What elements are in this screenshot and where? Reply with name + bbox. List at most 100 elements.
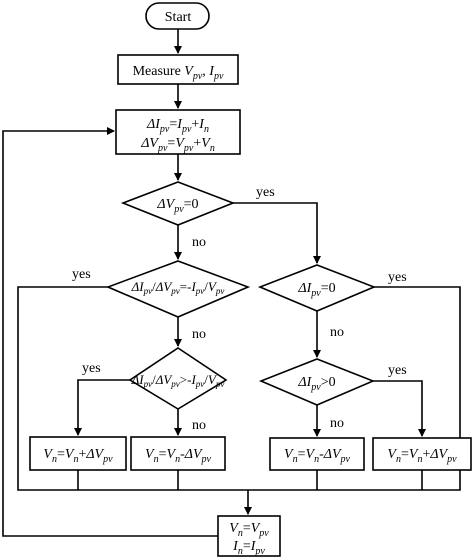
term: ΔV [140,136,159,151]
term: pv [310,382,321,393]
term: n [73,454,78,465]
measure-label: Measure Vpv, Ipv [133,64,224,82]
term: V [43,447,53,462]
action-right-increase-box [372,437,472,471]
term: ΔI [131,372,145,387]
decision-di-eq-label: ΔIpv/ΔVpv=-Ipv/Vpv [131,279,225,296]
term: V [387,447,397,462]
term: n [175,454,180,465]
term: V [145,447,155,462]
update-line2: ΔVpv=Vpv+Vn [140,136,215,154]
no-label-decision1: no [192,235,206,250]
connector-loop-back [2,127,218,537]
yes-label-decision1: yes [256,185,275,200]
measure-v: V [184,64,194,79]
term: V [208,279,218,294]
action-left-decrease-label: Vn=Vn-ΔVpv [145,447,211,465]
term: + [193,136,201,151]
connectors [2,29,461,537]
term: V [175,136,185,151]
no-label-decision3: no [192,418,206,433]
term: ΔV [155,279,174,294]
final-line2: In=Ipv [232,539,265,557]
connector-decision2-yes [17,286,248,491]
term: =- [180,279,192,294]
action-right-increase: Vn=Vn+ΔVpv [372,437,472,471]
term: n [204,124,209,135]
action-left-decrease: Vn=Vn-ΔVpv [130,436,226,471]
measure-v-sub: pv [192,71,203,82]
decision-di-eq-shape [105,260,251,318]
term: + [191,117,199,132]
action-left-decrease-box [130,436,226,471]
term: n [314,454,319,465]
term: + [422,447,430,462]
measure-box [117,54,239,85]
term: ΔV [429,447,448,462]
term: V [284,447,294,462]
term: >- [180,372,192,387]
term: n [396,454,401,465]
term: pv [181,124,192,135]
action-right-decrease-box [269,437,365,471]
decision-di-pos-shape [258,358,376,406]
term: I [190,279,196,294]
term: = [169,117,177,132]
action-left-increase-label: Vn=Vn+ΔVpv [43,447,113,465]
term: - [180,447,185,462]
connector-decision5-yes [373,380,426,437]
decision-dv-zero: ΔVpv=0 [120,181,236,226]
no-label-decision4: no [330,325,344,340]
decision-dv-zero-label: ΔVpv=0 [156,197,198,215]
yes-label-decision3: yes [82,361,101,376]
term: ΔV [156,197,175,212]
term: n [417,454,422,465]
final-node: Vn=Vpv In=Ipv [217,515,281,557]
term: V [306,447,316,462]
term: n [238,528,243,539]
term: ΔI [131,279,145,294]
start-terminal [145,2,210,30]
measure-prefix: Measure [133,64,185,79]
start-node: Start [145,2,210,30]
yes-label-decision5: yes [388,363,407,378]
term: = [243,539,251,554]
term: / [204,372,208,387]
term: pv [170,379,180,389]
update-box [115,109,241,155]
term: pv [102,454,113,465]
term: + [78,447,86,462]
action-right-decrease-label: Vn=Vn-ΔVpv [284,447,350,465]
final-box [217,515,281,557]
term: pv [195,379,205,389]
term: pv [143,379,153,389]
decision-di-zero-shape [257,264,377,312]
term: ΔI [297,281,312,296]
term: pv [215,286,225,296]
term: V [208,372,218,387]
decision-di-pos-label: ΔIpv>0 [297,375,335,393]
term: = [167,136,175,151]
yes-label-decision2: yes [72,267,91,282]
term: / [204,279,208,294]
term: V [229,521,239,536]
term: pv [159,124,170,135]
term: pv [310,288,321,299]
term: =0 [184,197,199,212]
term: >0 [321,375,336,390]
term: n [210,143,215,154]
term: ΔV [323,447,342,462]
term: I [198,117,205,132]
action-right-increase-label: Vn=Vn+ΔVpv [387,447,457,465]
term: - [319,447,324,462]
measure-i-sub: pv [213,71,224,82]
decision-di-zero-label: ΔIpv=0 [297,281,335,299]
action-left-increase-box [29,436,127,471]
decision-di-zero: ΔIpv=0 [257,264,377,312]
update-line1: ΔIpv=Ipv+In [146,117,209,135]
term: = [401,447,409,462]
term: ΔV [184,447,203,462]
decision-di-gt-label: ΔIpv/ΔVpv>-Ipv/Vpv [131,372,225,389]
branch-labels: yes no yes no yes no yes no yes no [72,185,407,433]
